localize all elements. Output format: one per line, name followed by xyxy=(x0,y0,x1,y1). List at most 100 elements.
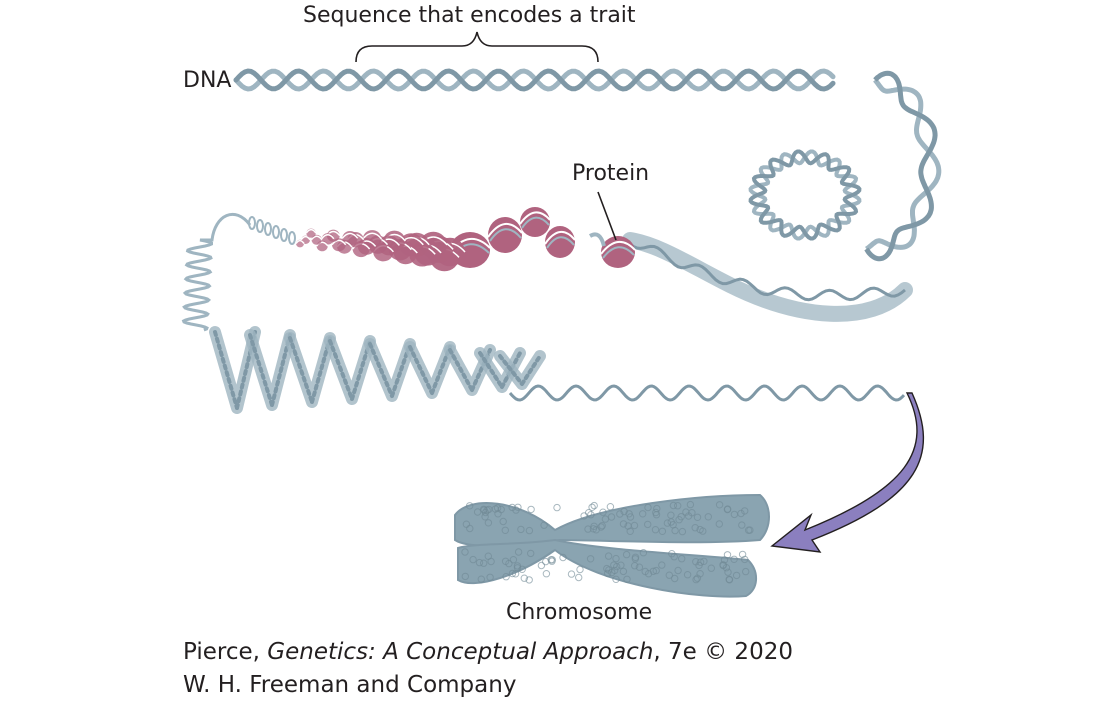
chromatin-texture xyxy=(617,561,625,569)
chromatin-texture xyxy=(514,548,523,556)
dna-wrap xyxy=(315,241,329,247)
chromatin-texture xyxy=(612,575,620,583)
chromatin-texture xyxy=(461,548,469,556)
dna-wrap xyxy=(310,235,323,241)
dna-wrap xyxy=(546,236,575,249)
chromatin-texture xyxy=(719,561,727,569)
chromatin-texture xyxy=(616,510,624,518)
chromatin-texture xyxy=(525,526,534,535)
dna-wrap xyxy=(341,232,359,239)
chromatin-texture xyxy=(696,558,705,566)
chromatin-texture xyxy=(511,570,520,578)
dna-wrap xyxy=(489,228,522,242)
chromatin-texture xyxy=(742,567,750,576)
chromatin-texture xyxy=(693,513,702,521)
chromatin-texture xyxy=(653,504,661,513)
nucleosome-fiber xyxy=(248,207,636,272)
chromatin-texture xyxy=(542,570,551,578)
chromatin-texture xyxy=(484,519,493,527)
chromatin-texture xyxy=(744,526,753,534)
chromatin-texture xyxy=(477,575,485,583)
chromatin-texture xyxy=(466,524,474,533)
chromatin-texture xyxy=(715,520,723,528)
credit-line-1: Pierce, Genetics: A Conceptual Approach,… xyxy=(183,636,793,669)
thin-coiled-fiber xyxy=(508,384,906,402)
chromatin-texture xyxy=(669,501,678,510)
dna-wrap xyxy=(602,246,635,259)
chromatin-texture xyxy=(682,508,690,516)
chromatin-texture xyxy=(518,565,526,573)
credit-book-title: Genetics: A Conceptual Approach xyxy=(267,639,654,665)
chromatin-texture xyxy=(631,553,640,561)
chromatin-texture xyxy=(699,527,707,535)
dna-double-helix xyxy=(233,68,836,92)
chromatin-texture xyxy=(635,563,644,571)
chromatin-texture xyxy=(590,522,598,530)
chromatin-texture xyxy=(652,566,660,575)
chromatin-texture xyxy=(501,526,509,534)
trait-sequence-label: Sequence that encodes a trait xyxy=(303,3,636,28)
protein-pointer-line xyxy=(597,191,617,241)
chromatin-texture xyxy=(692,558,700,566)
chromatin-texture xyxy=(491,505,500,513)
chromatin-texture xyxy=(738,521,746,529)
dna-wrap xyxy=(300,235,311,241)
chromatin-texture xyxy=(741,507,749,515)
chromatin-texture xyxy=(542,557,550,566)
figure-credit: Pierce, Genetics: A Conceptual Approach,… xyxy=(183,636,793,702)
chromatin-texture xyxy=(461,572,469,581)
chromatin-texture xyxy=(649,567,657,575)
chromatin-texture xyxy=(598,522,606,530)
chromatin-texture xyxy=(505,559,513,568)
chromatin-texture xyxy=(486,573,494,581)
chromatin-texture xyxy=(619,567,628,576)
chromatin-texture xyxy=(580,512,588,520)
credit-author: Pierce, xyxy=(183,639,268,665)
chromatin-texture xyxy=(517,525,525,534)
chromatin-texture xyxy=(663,519,672,527)
chromatin-texture xyxy=(738,550,747,559)
chromatin-texture xyxy=(683,571,692,579)
chromatin-texture xyxy=(639,510,647,518)
chromatin-texture xyxy=(475,558,484,567)
chromatin-texture xyxy=(481,513,489,521)
fiber-ring xyxy=(288,231,296,245)
chromatin-texture xyxy=(527,549,535,558)
linker-dna xyxy=(588,232,606,247)
credit-line-2: W. H. Freeman and Company xyxy=(183,672,517,698)
chromatin-texture xyxy=(587,511,595,519)
condensation-arrow xyxy=(770,392,925,553)
dna-wrap xyxy=(321,234,335,240)
chromatin-texture xyxy=(499,517,507,526)
chromatin-texture xyxy=(604,569,612,578)
chromatin-texture xyxy=(603,564,611,573)
dna-wrap xyxy=(487,223,523,238)
chromatin-texture xyxy=(631,562,639,570)
chromatin-texture xyxy=(576,565,584,574)
trait-sequence-brace xyxy=(355,31,599,63)
dna-wrap xyxy=(362,232,383,240)
chromatin-texture xyxy=(466,502,474,510)
chromatin-texture xyxy=(567,570,576,578)
chromatin-texture xyxy=(559,553,567,562)
chromosome xyxy=(454,493,770,598)
chromatin-texture xyxy=(674,502,682,510)
chromatin-fiber-wave xyxy=(181,212,252,332)
chromatin-texture xyxy=(723,505,732,514)
chromatin-texture xyxy=(741,555,749,564)
chromatin-texture xyxy=(724,568,732,576)
chromatin-texture xyxy=(639,549,648,557)
chromatin-texture xyxy=(651,526,660,534)
chromatin-texture xyxy=(508,569,517,578)
dna-wrap xyxy=(305,228,317,234)
chromatin-texture xyxy=(671,574,679,583)
credit-edition: , 7e © 2020 xyxy=(653,639,793,665)
chromatin-texture xyxy=(732,571,741,580)
chromatin-texture xyxy=(675,516,683,524)
chromatin-texture xyxy=(553,503,561,512)
dna-wrap xyxy=(295,239,305,245)
chromatin-texture xyxy=(737,509,745,518)
chromatin-texture xyxy=(509,556,518,564)
